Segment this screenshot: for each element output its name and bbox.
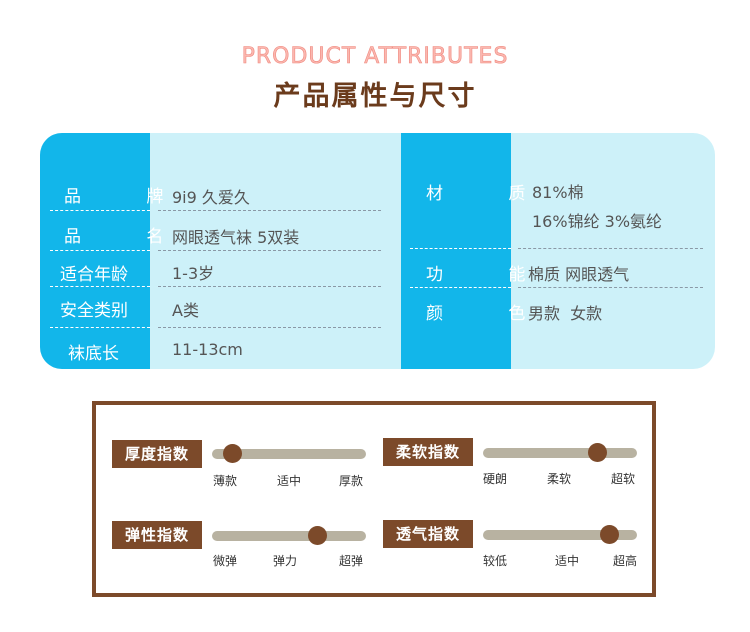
label-brand: 品 牌 xyxy=(64,187,194,207)
scale-tick: 超软 xyxy=(611,472,636,486)
scale-track-softness xyxy=(483,443,637,462)
scale-label-softness: 柔软指数 xyxy=(383,438,473,466)
scale-track-thickness xyxy=(212,444,366,463)
scale-track-breathability xyxy=(483,525,637,544)
divider xyxy=(518,287,703,288)
value-sole-length: 11-13cm xyxy=(172,340,243,359)
label-age: 适合年龄 xyxy=(60,265,128,285)
divider xyxy=(158,210,381,211)
divider xyxy=(518,248,703,249)
attribute-panel: 品 牌 品 名 适合年龄 安全类别 袜底长 9i9 久爱久 网眼透气袜 5双装 … xyxy=(40,133,715,369)
scale-tick: 柔软 xyxy=(547,472,572,486)
scale-tick: 超弹 xyxy=(339,554,364,568)
label-safety: 安全类别 xyxy=(60,301,128,321)
scale-track-elasticity xyxy=(212,526,366,545)
label-sole-length: 袜底长 xyxy=(68,344,119,364)
scale-tick: 弹力 xyxy=(273,554,298,568)
value-safety: A类 xyxy=(172,301,199,320)
scale-knob-softness[interactable] xyxy=(587,443,607,462)
scale-knob-thickness[interactable] xyxy=(223,444,243,463)
divider xyxy=(410,248,511,249)
value-material-line1: 81%棉 xyxy=(532,183,584,202)
scale-tick: 较低 xyxy=(483,554,508,568)
label-function: 功 能 xyxy=(426,265,556,285)
value-color: 男款 女款 xyxy=(528,304,603,323)
divider xyxy=(50,250,150,251)
header-title-en: PRODUCT ATTRIBUTES xyxy=(241,44,509,70)
divider xyxy=(50,210,150,211)
divider xyxy=(410,287,511,288)
scale-knob-breathability[interactable] xyxy=(600,525,620,544)
index-scale-panel: 厚度指数 薄款 适中 厚款 柔软指数 硬朗 柔软 超软 弹性指数 微弹 弹力 超… xyxy=(92,401,656,597)
right-label-column xyxy=(401,133,511,369)
divider xyxy=(158,250,381,251)
divider xyxy=(50,286,150,287)
value-brand: 9i9 久爱久 xyxy=(172,188,250,207)
label-product-name: 品 名 xyxy=(64,227,194,247)
header-title-cn: 产品属性与尺寸 xyxy=(273,81,477,112)
scale-knob-elasticity[interactable] xyxy=(307,526,327,545)
scale-label-breathability: 透气指数 xyxy=(383,520,473,548)
scale-label-thickness: 厚度指数 xyxy=(112,440,202,468)
value-function: 棉质 网眼透气 xyxy=(528,265,630,284)
label-color: 颜 色 xyxy=(426,304,556,324)
divider xyxy=(158,327,381,328)
scale-tick: 硬朗 xyxy=(483,472,508,486)
scale-label-elasticity: 弹性指数 xyxy=(112,521,202,549)
divider xyxy=(158,286,381,287)
value-material-line2: 16%锦纶 3%氨纶 xyxy=(532,212,663,231)
scale-tick: 厚款 xyxy=(339,474,364,488)
scale-tick: 超高 xyxy=(613,554,638,568)
value-age: 1-3岁 xyxy=(172,264,215,283)
scale-tick: 微弹 xyxy=(213,554,238,568)
value-product-name: 网眼透气袜 5双装 xyxy=(172,228,300,247)
left-label-column xyxy=(40,133,150,369)
scale-tick: 适中 xyxy=(555,554,580,568)
scale-tick: 薄款 xyxy=(213,474,238,488)
label-material: 材 质 xyxy=(426,184,556,204)
divider xyxy=(50,327,150,328)
scale-tick: 适中 xyxy=(277,474,302,488)
